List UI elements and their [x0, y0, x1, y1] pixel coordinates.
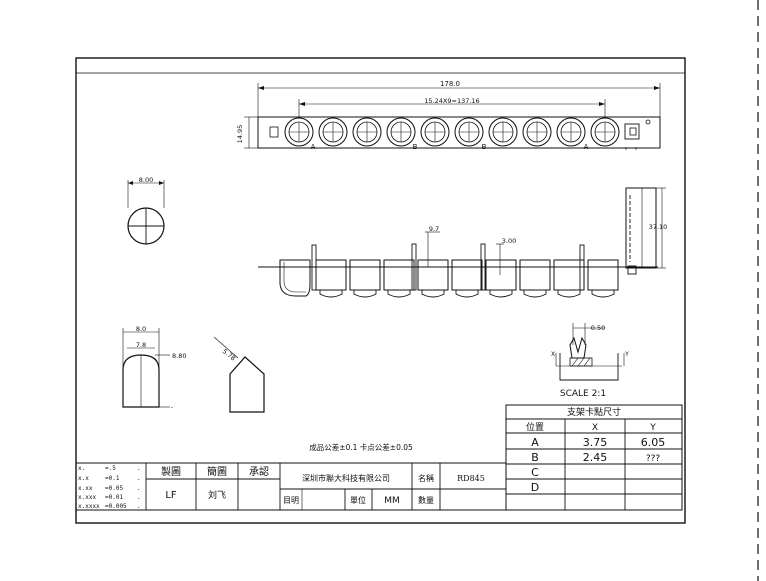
- lamp-inner-dim: 7.8: [136, 341, 146, 349]
- draw-label: 製圖: [161, 465, 181, 478]
- position-row-y: 6.05: [641, 436, 666, 449]
- overall-length-dim: 178.0: [440, 80, 460, 88]
- scale-label: SCALE 2:1: [560, 389, 606, 399]
- clip-detail-view: 0.50 X Y SCALE 2:1: [551, 323, 629, 399]
- tolerance-value-3: =0.05: [105, 485, 123, 492]
- position-row-x: 2.45: [583, 451, 608, 464]
- unit-label: 單位: [350, 495, 366, 505]
- unit-value: MM: [384, 496, 400, 506]
- tolerance-value-1: =.5: [105, 465, 116, 472]
- svg-text:-: -: [171, 404, 173, 411]
- title-block: x. =.5 x.x =0.1 x.xx =0.05 x.xxx =0.01 x…: [76, 462, 506, 511]
- tolerance-label-2: x.x: [78, 475, 89, 482]
- lamp-angled-view: 5.78: [213, 336, 265, 413]
- svg-text:.: .: [137, 485, 141, 492]
- tolerance-note: 成品公差±0.1 卡点公差±0.05: [309, 442, 413, 452]
- position-header-x: X: [592, 423, 598, 433]
- side-lamps: [315, 259, 619, 298]
- svg-text:.: .: [137, 475, 141, 482]
- strip-position-label-4: A: [584, 143, 589, 151]
- part-number: RD845: [457, 474, 485, 483]
- tolerance-value-5: =0.005: [105, 503, 127, 510]
- tolerance-label-1: x.: [78, 465, 85, 472]
- svg-text:.: .: [137, 494, 141, 501]
- position-header-y: Y: [649, 423, 656, 433]
- purpose-label: 目明: [283, 496, 299, 505]
- tolerance-value-2: =0.1: [105, 475, 120, 482]
- tolerance-value-4: =0.01: [105, 494, 123, 501]
- tolerance-label-3: x.xx: [78, 485, 93, 492]
- position-row-pos: D: [531, 481, 539, 494]
- pin-length-dim: 9.7: [429, 225, 439, 233]
- qty-label: 數量: [418, 495, 434, 505]
- drawing-border: [75, 57, 686, 524]
- position-header-pos: 位置: [526, 421, 544, 433]
- position-table-title: 支架卡點尺寸: [567, 406, 621, 418]
- position-row-pos: A: [531, 436, 539, 449]
- lamp-outer-dim: 8.0: [136, 325, 146, 333]
- strip-position-label-1: A: [311, 143, 316, 151]
- detail-axis-x: X: [551, 351, 555, 358]
- name-label: 名稱: [418, 473, 434, 483]
- strip-top-view: 178.0 15.24X9=137.16 14.95: [236, 80, 661, 151]
- position-row-pos: B: [531, 451, 539, 464]
- detail-axis-y: Y: [624, 351, 629, 358]
- approve-label: 承認: [249, 465, 269, 478]
- pitch-dim: 15.24X9=137.16: [424, 97, 479, 105]
- position-row-x: 3.75: [583, 436, 608, 449]
- led-circles: [284, 117, 620, 147]
- tolerance-label-4: x.xxx: [78, 494, 96, 501]
- lamp-height-dim: 8.80: [172, 352, 186, 360]
- side-height-dim: 37.10: [649, 223, 668, 231]
- lamp-profile-view: 8.0 7.8 8.80 -: [122, 325, 186, 411]
- strip-side-view: 9.7 3.00 37.10: [258, 187, 668, 298]
- svg-text:.: .: [137, 503, 141, 510]
- check-label: 簡圖: [207, 465, 227, 478]
- svg-text:.: .: [137, 465, 141, 472]
- position-row-y: ???: [646, 454, 661, 464]
- height-dim: 14.95: [236, 125, 244, 144]
- drawer-name: LF: [165, 490, 177, 501]
- position-table: 支架卡點尺寸 位置 X Y A 3.75 6.05 B 2.45 ??? C D: [505, 404, 683, 511]
- pin-width-dim: 3.00: [502, 237, 516, 245]
- circle-diameter-dim: 8.00: [139, 176, 153, 184]
- strip-position-label-2: B: [413, 143, 418, 151]
- company-name: 深圳市聯大科技有限公司: [302, 473, 390, 483]
- clip-width-dim: 0.50: [591, 324, 605, 332]
- tolerance-label-5: x.xxxx: [78, 503, 100, 510]
- position-row-pos: C: [531, 466, 539, 479]
- lamp-angle-dim: 5.78: [221, 347, 237, 362]
- strip-position-label-3: B: [482, 143, 487, 151]
- circle-detail-view: 8.00: [127, 176, 165, 245]
- checker-name: 刘飞: [208, 489, 226, 501]
